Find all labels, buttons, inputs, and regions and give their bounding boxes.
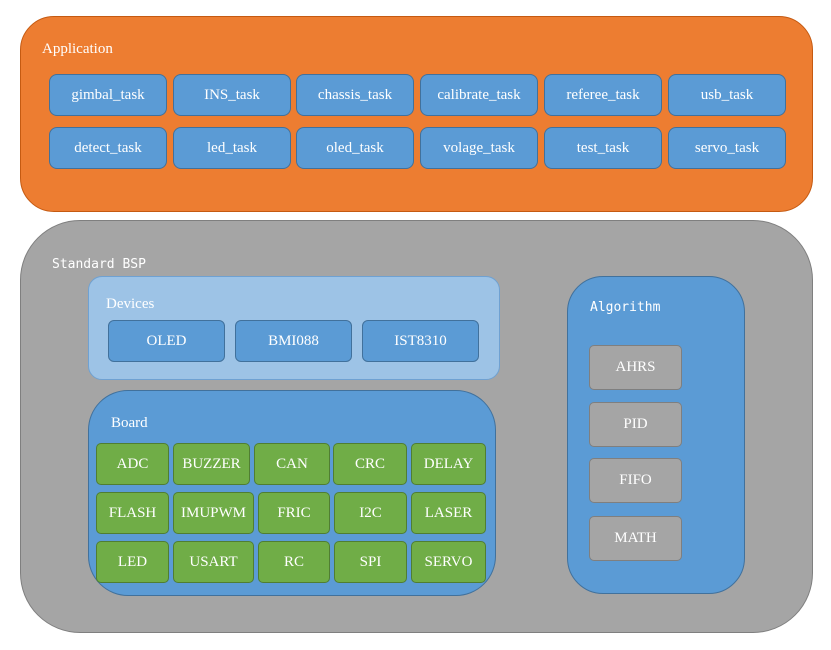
bsp-title: Standard BSP: [52, 257, 146, 272]
board-can: CAN: [254, 443, 330, 485]
task-chassis: chassis_task: [296, 74, 414, 116]
task-oled: oled_task: [296, 127, 414, 169]
algorithm-ahrs: AHRS: [589, 345, 682, 390]
algorithm-math: MATH: [589, 516, 682, 561]
algorithm-pid: PID: [589, 402, 682, 447]
board-servo: SERVO: [411, 541, 486, 583]
board-adc: ADC: [96, 443, 169, 485]
devices-title: Devices: [106, 296, 155, 312]
task-usb: usb_task: [668, 74, 786, 116]
task-ins: INS_task: [173, 74, 291, 116]
board-usart: USART: [173, 541, 254, 583]
device-oled: OLED: [108, 320, 225, 362]
task-detect: detect_task: [49, 127, 167, 169]
board-laser: LASER: [411, 492, 486, 534]
task-volage: volage_task: [420, 127, 538, 169]
board-spi: SPI: [334, 541, 407, 583]
board-imupwm: IMUPWM: [173, 492, 254, 534]
algorithm-title: Algorithm: [590, 300, 661, 315]
task-calibrate: calibrate_task: [420, 74, 538, 116]
task-test: test_task: [544, 127, 662, 169]
board-title: Board: [111, 415, 148, 431]
task-servo: servo_task: [668, 127, 786, 169]
board-led: LED: [96, 541, 169, 583]
task-gimbal: gimbal_task: [49, 74, 167, 116]
application-title: Application: [42, 41, 113, 57]
board-rc: RC: [258, 541, 330, 583]
board-i2c: I2C: [334, 492, 407, 534]
task-referee: referee_task: [544, 74, 662, 116]
board-flash: FLASH: [96, 492, 169, 534]
board-delay: DELAY: [411, 443, 486, 485]
device-ist8310: IST8310: [362, 320, 479, 362]
device-bmi088: BMI088: [235, 320, 352, 362]
board-buzzer: BUZZER: [173, 443, 250, 485]
board-crc: CRC: [333, 443, 407, 485]
board-fric: FRIC: [258, 492, 330, 534]
task-led: led_task: [173, 127, 291, 169]
algorithm-fifo: FIFO: [589, 458, 682, 503]
